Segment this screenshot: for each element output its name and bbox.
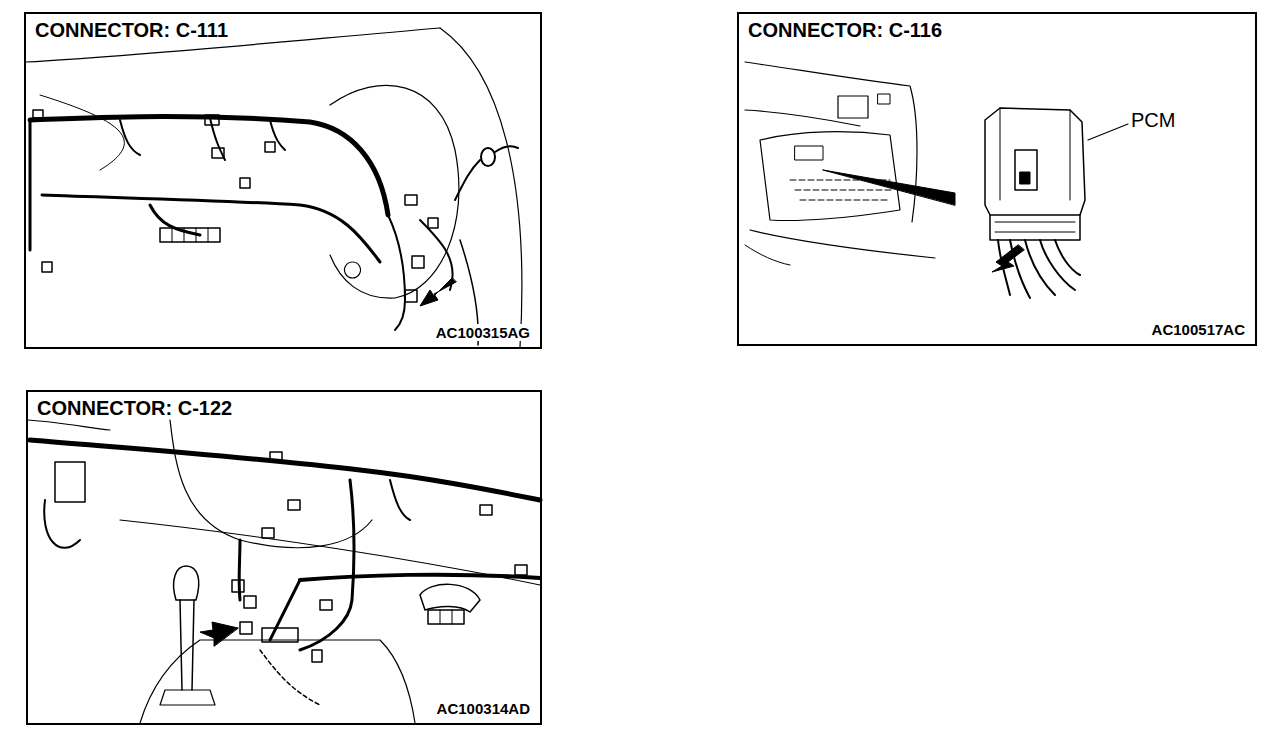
part-label: PCM — [1129, 109, 1177, 131]
pcm-illustration — [745, 62, 1128, 298]
connector-location-panel: CONNECTOR: C-116AC100517AC — [737, 12, 1257, 346]
connector-title: CONNECTOR: C-116 — [746, 19, 944, 41]
figure-code: AC100315AG — [434, 324, 532, 341]
connector-location-panel: CONNECTOR: C-111AC100315AG — [24, 12, 542, 349]
console-harness-c122 — [28, 420, 540, 723]
connector-title: CONNECTOR: C-111 — [33, 19, 230, 41]
figure-code: AC100517AC — [1150, 321, 1247, 338]
dashboard-harness-c111 — [26, 28, 522, 347]
connector-title: CONNECTOR: C-122 — [35, 397, 234, 419]
connector-location-panel: CONNECTOR: C-122AC100314AD — [26, 390, 542, 725]
figure-code: AC100314AD — [435, 700, 532, 717]
